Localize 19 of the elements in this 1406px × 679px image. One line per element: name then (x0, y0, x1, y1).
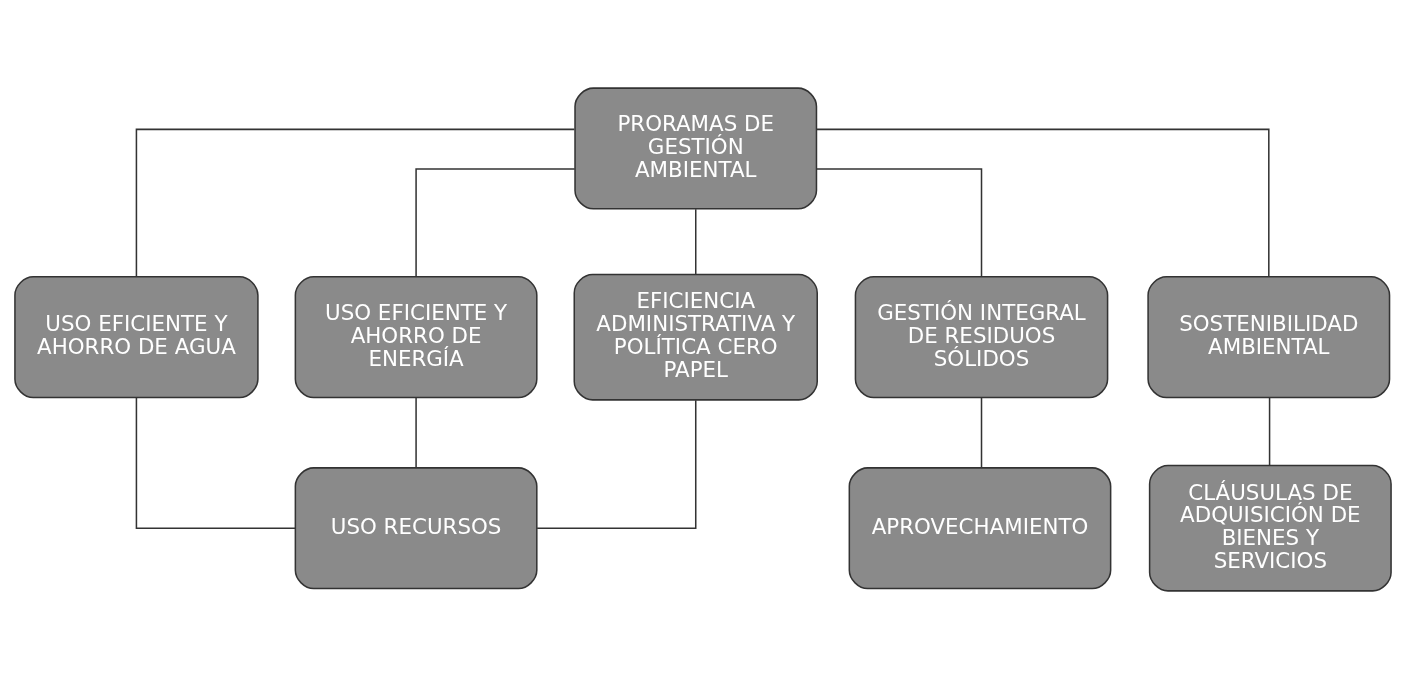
node-box: CLÁUSULAS DE ADQUISICIÓN DE BIENES Y SERVICIOS (1148, 464, 1392, 592)
node-box: GESTIÓN INTEGRAL DE RESIDUOS SÓLIDOS (854, 276, 1109, 399)
connector (1268, 396, 1271, 467)
node-box: SOSTENIBILIDAD AMBIENTAL (1147, 276, 1391, 399)
connector (980, 396, 983, 469)
connector (135, 396, 296, 529)
node-box: USO RECURSOS (294, 467, 538, 590)
connector (694, 208, 697, 275)
connector (135, 128, 576, 278)
connector (815, 168, 983, 278)
node-box: APROVECHAMIENTO (848, 467, 1112, 590)
connector (415, 168, 576, 278)
node-box: USO EFICIENTE Y AHORRO DE AGUA (14, 276, 259, 399)
connector (536, 399, 697, 529)
node-box: EFICIENCIA ADMINISTRATIVA Y POLÍTICA CERO PAPEL (573, 273, 818, 401)
connector (815, 128, 1270, 278)
connector (415, 396, 417, 469)
node-box: PRORAMAS DE GESTIÓN AMBIENTAL (574, 87, 818, 210)
node-box: USO EFICIENTE Y AHORRO DE ENERGÍA (294, 276, 538, 399)
